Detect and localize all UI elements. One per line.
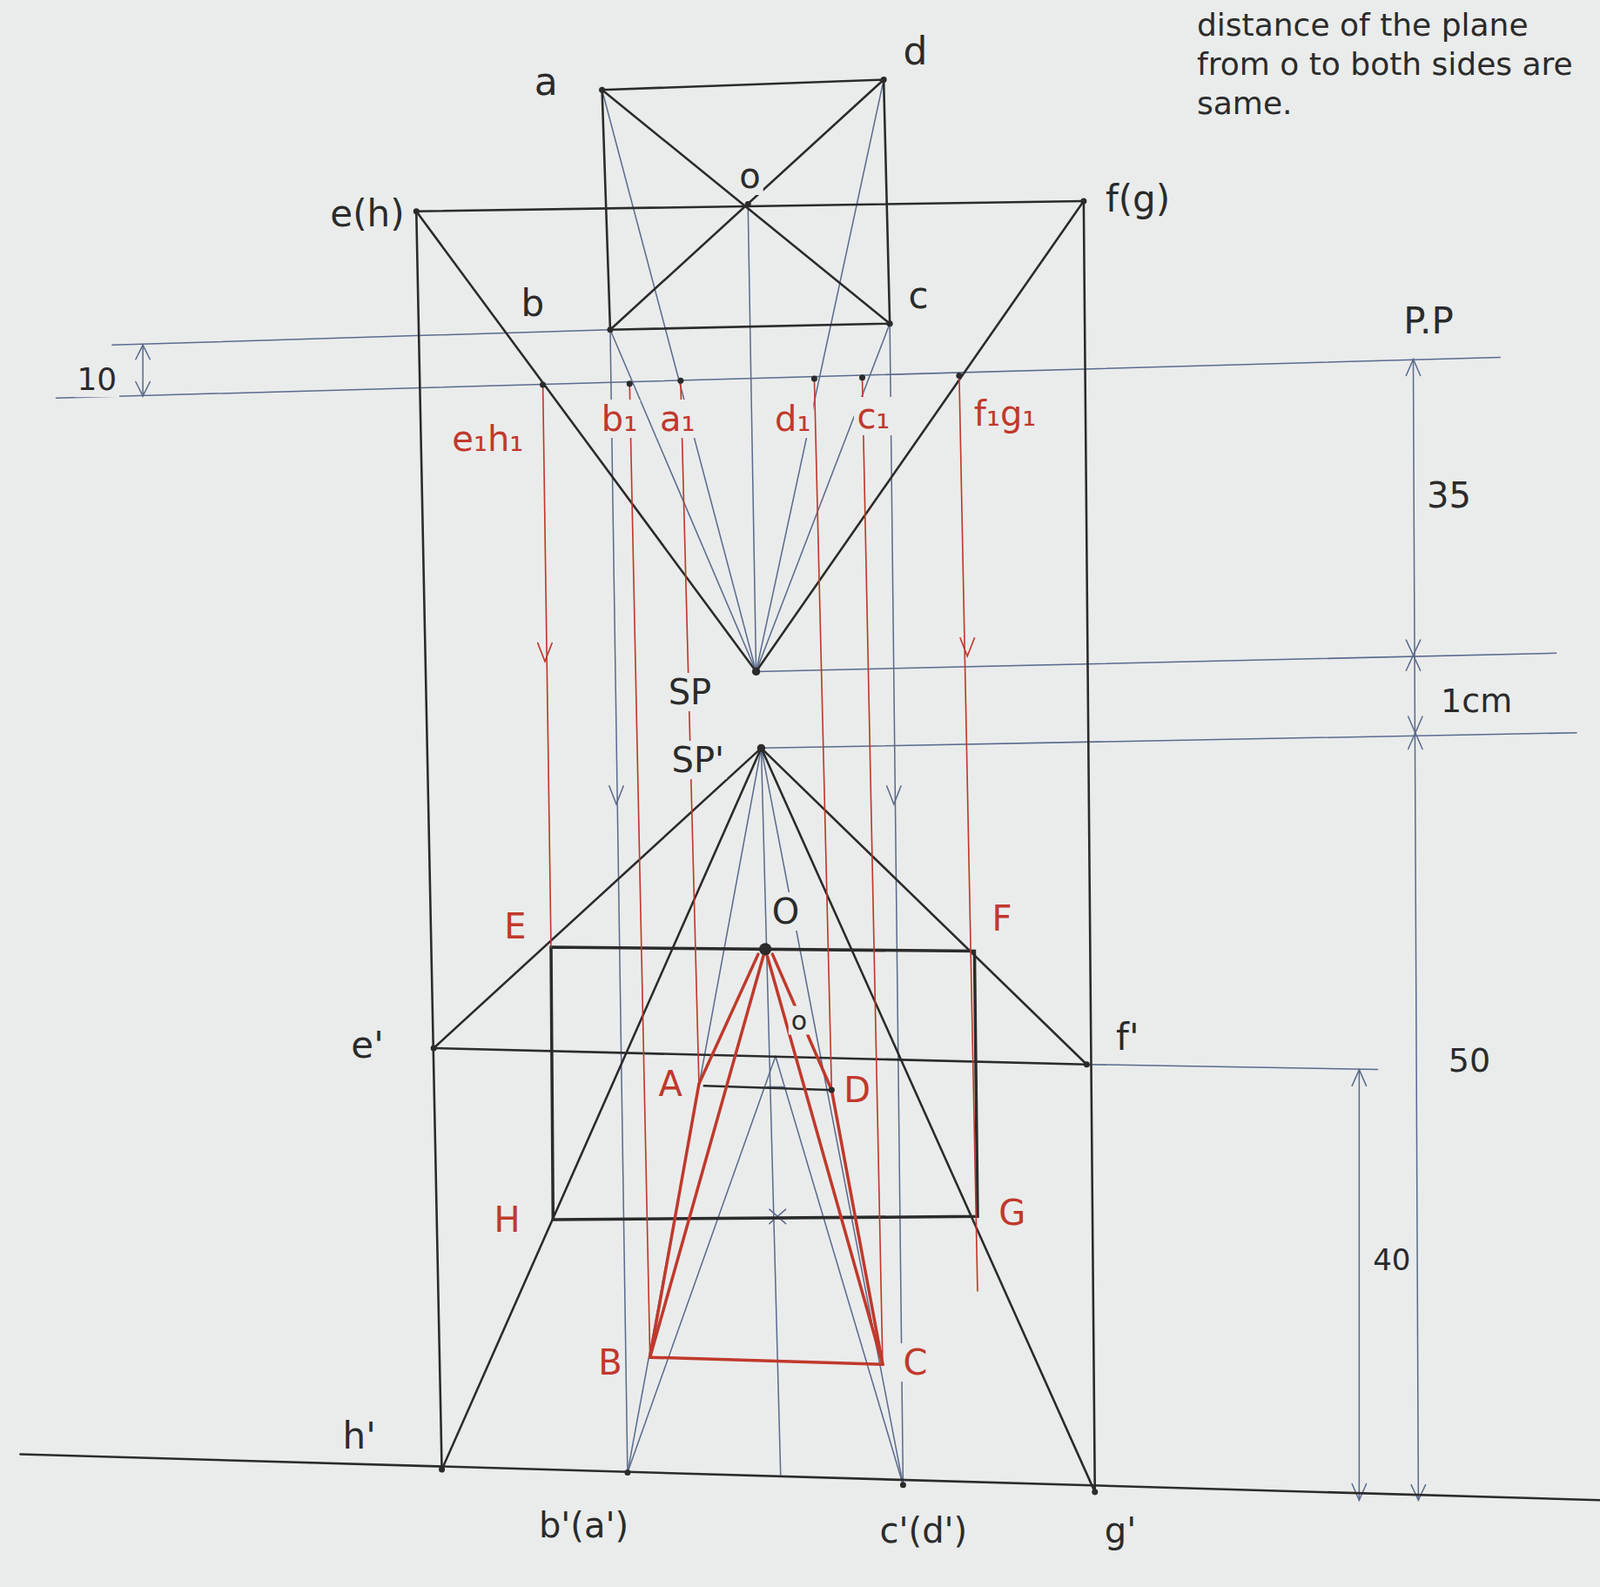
point-label: h' — [340, 1416, 379, 1457]
point-label: o — [788, 1006, 810, 1036]
point-label: c₁ — [853, 396, 893, 436]
dimension-label: 35 — [1424, 476, 1474, 515]
point-label: G — [995, 1193, 1029, 1232]
point-label: SP — [665, 672, 715, 712]
point-label: b₁ — [598, 399, 640, 438]
point-label: F — [989, 899, 1016, 938]
point-label: H — [491, 1200, 524, 1239]
point-label: SP' — [669, 740, 728, 780]
plane-label: P.P — [1400, 301, 1456, 342]
point-label: b — [518, 283, 548, 324]
point-label: O — [769, 892, 802, 931]
point-label: f(g) — [1102, 178, 1173, 219]
point-label: f₁g₁ — [971, 394, 1040, 433]
point-label: f' — [1113, 1017, 1142, 1058]
dimension-label: 1cm — [1438, 684, 1515, 721]
point-label: e₁h₁ — [449, 419, 526, 458]
point-label: B — [595, 1343, 625, 1382]
point-label: b'(a') — [536, 1505, 632, 1545]
point-label: e' — [348, 1025, 386, 1066]
dimension-label: 10 — [73, 362, 120, 397]
point-label: o — [736, 156, 763, 195]
note-text: distance of the plane from o to both sid… — [1194, 5, 1596, 123]
dimension-label: 40 — [1370, 1243, 1413, 1277]
point-label: g' — [1102, 1511, 1139, 1550]
point-label: C — [900, 1343, 930, 1382]
dimension-label: 50 — [1445, 1042, 1493, 1080]
point-label: D — [840, 1070, 874, 1110]
point-label: d₁ — [772, 399, 814, 438]
point-label: A — [655, 1064, 685, 1103]
point-label: c'(d') — [877, 1511, 971, 1550]
point-label: a — [531, 60, 561, 103]
point-label: E — [501, 907, 529, 946]
point-label: c — [905, 275, 931, 316]
point-label: a₁ — [657, 399, 699, 438]
point-label: d — [900, 29, 930, 72]
point-label: e(h) — [327, 194, 407, 235]
